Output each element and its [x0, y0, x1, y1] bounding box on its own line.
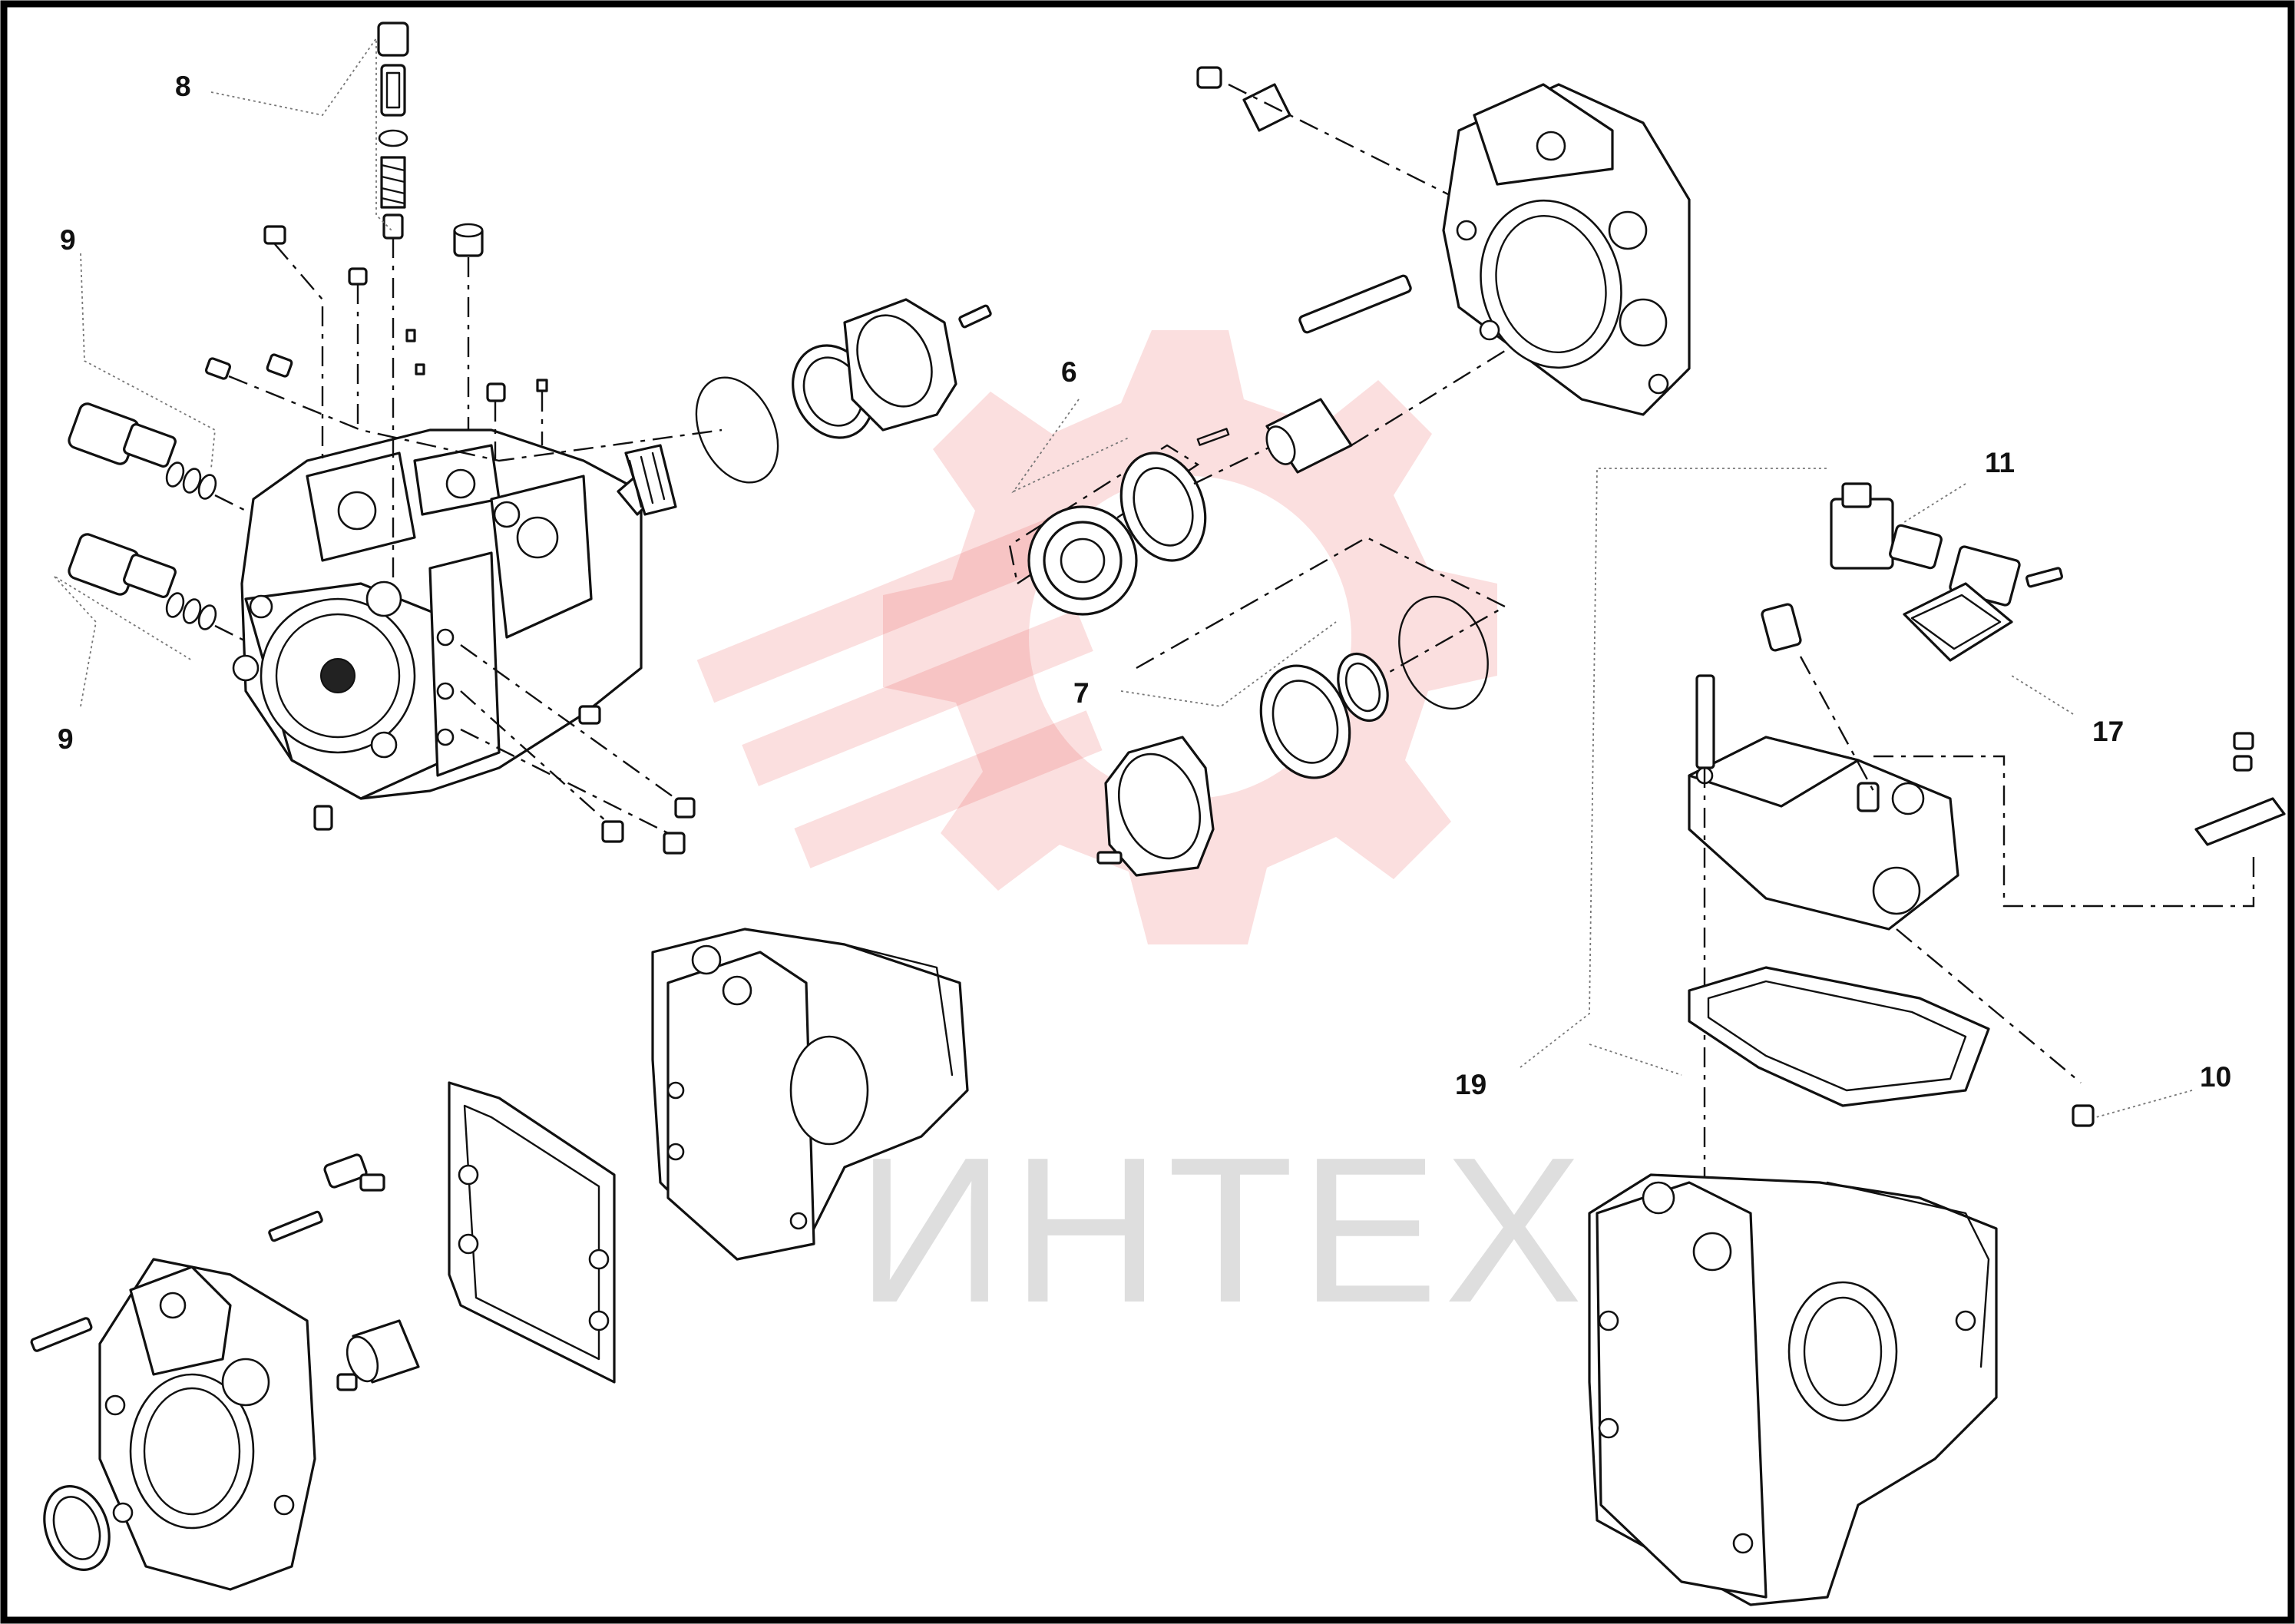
- housing-lower-right: [1588, 1173, 1998, 1606]
- bolt-and-bushing: [1196, 66, 1552, 474]
- seal-group-7: [1096, 536, 1507, 877]
- valve-assembly-8: [377, 21, 409, 584]
- gear-icon: [696, 330, 1497, 944]
- shaft-seal-group: [695, 298, 992, 484]
- bearing-group-6: [1008, 428, 1306, 616]
- callout-9-lower: 9: [58, 723, 74, 755]
- solenoid-11: [1830, 482, 2063, 607]
- control-gasket: [1688, 928, 2095, 1127]
- watermark-text: ИНТЕХ: [856, 1115, 1589, 1346]
- callout-8: 8: [175, 71, 191, 102]
- watermark-logo: ИНТЕХ: [696, 330, 1589, 1346]
- lower-left-small-parts: [30, 1153, 420, 1391]
- left-assembly-lines: [228, 243, 723, 835]
- gasket-17: [1761, 582, 2013, 792]
- relief-valve-upper: [68, 402, 246, 512]
- control-block-right: [1688, 674, 1959, 1182]
- leader-lines: [53, 36, 2193, 1118]
- callout-19: 19: [1455, 1069, 1486, 1100]
- callout-7: 7: [1073, 677, 1090, 709]
- left-fasteners: [204, 223, 696, 855]
- center-gasket: [448, 1081, 616, 1384]
- callout-17: 17: [2092, 716, 2124, 747]
- callout-11: 11: [1985, 447, 2015, 478]
- end-cover-top-right: [1442, 83, 1691, 416]
- middle-housing: [651, 928, 969, 1261]
- callout-labels: 8 9 9 6 7 11 17 19 10: [58, 71, 2231, 1100]
- bracket-right: [1873, 732, 2286, 908]
- callout-6: 6: [1061, 356, 1077, 388]
- callout-9-upper: 9: [60, 224, 76, 256]
- end-cover-lower-left: [43, 1258, 316, 1591]
- callout-10: 10: [2200, 1061, 2231, 1093]
- main-pump-housing: [232, 428, 677, 800]
- relief-valve-lower: [68, 533, 246, 643]
